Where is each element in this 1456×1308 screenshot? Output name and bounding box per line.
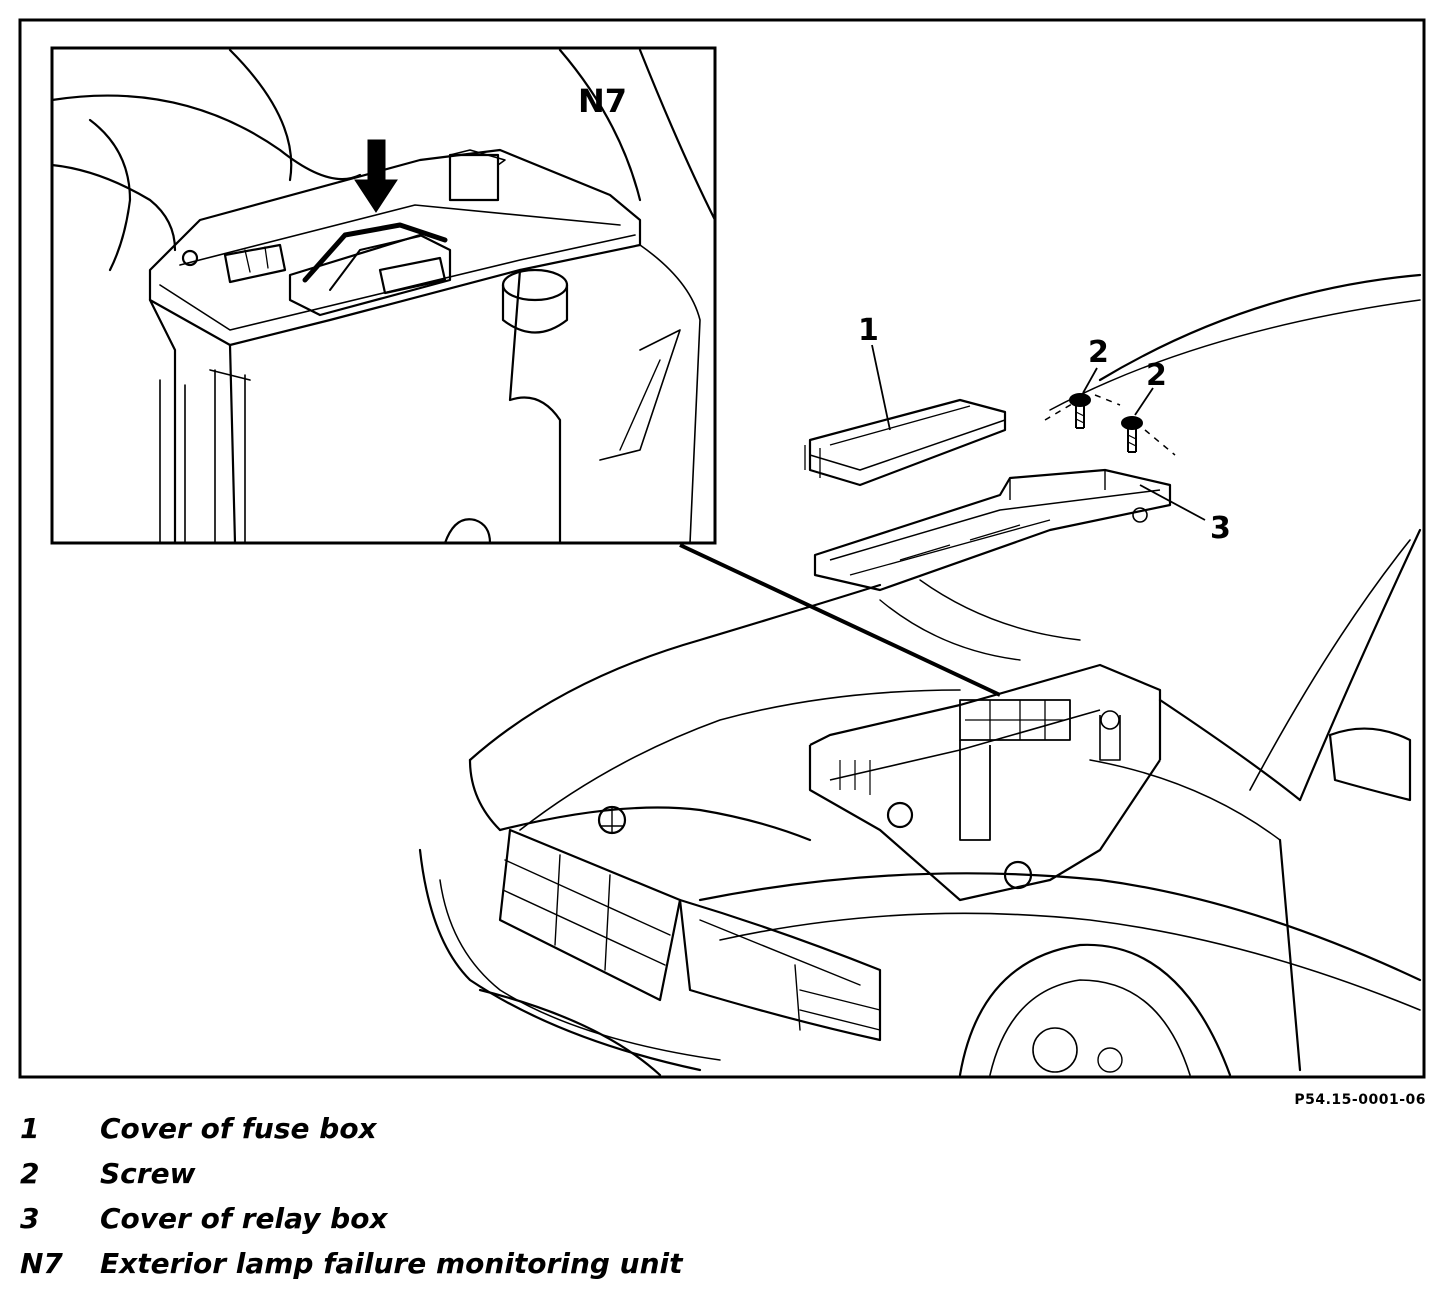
inset-detail-view — [50, 46, 717, 545]
figure-reference-code: P54.15-0001-06 — [1294, 1092, 1426, 1108]
callout-n7: N7 — [578, 82, 627, 120]
callout-3: 3 — [1210, 511, 1231, 546]
legend-item: 2 Screw — [20, 1157, 1420, 1202]
legend: 1 Cover of fuse box 2 Screw 3 Cover of r… — [20, 1112, 1420, 1292]
zoom-connector-line — [679, 543, 1001, 697]
legend-key: 1 — [20, 1112, 40, 1145]
legend-item: 3 Cover of relay box — [20, 1202, 1420, 1247]
relay-box-cover — [813, 468, 1172, 592]
screw-guide-lines — [1044, 394, 1176, 456]
legend-text: Exterior lamp failure monitoring unit — [100, 1247, 683, 1280]
screw-right — [1121, 416, 1143, 453]
legend-item: N7 Exterior lamp failure monitoring unit — [20, 1247, 1420, 1292]
legend-text: Cover of fuse box — [100, 1112, 377, 1145]
legend-key: 3 — [20, 1202, 40, 1235]
fuse-relay-box — [808, 663, 1162, 902]
legend-text: Cover of relay box — [100, 1202, 388, 1235]
arrow-down-icon — [354, 139, 398, 213]
screw-left — [1069, 393, 1091, 429]
legend-key: N7 — [20, 1247, 63, 1280]
legend-item: 1 Cover of fuse box — [20, 1112, 1420, 1157]
fuse-box-cover — [804, 398, 1007, 487]
callout-2-right: 2 — [1146, 358, 1167, 393]
outer-frame — [18, 18, 1426, 1079]
legend-key: 2 — [20, 1157, 40, 1190]
legend-text: Screw — [100, 1157, 196, 1190]
parts-diagram: N7 1 2 2 3 — [18, 18, 1426, 1079]
callout-1: 1 — [858, 313, 879, 348]
car-body — [418, 273, 1422, 1077]
callout-2-left: 2 — [1088, 335, 1109, 370]
